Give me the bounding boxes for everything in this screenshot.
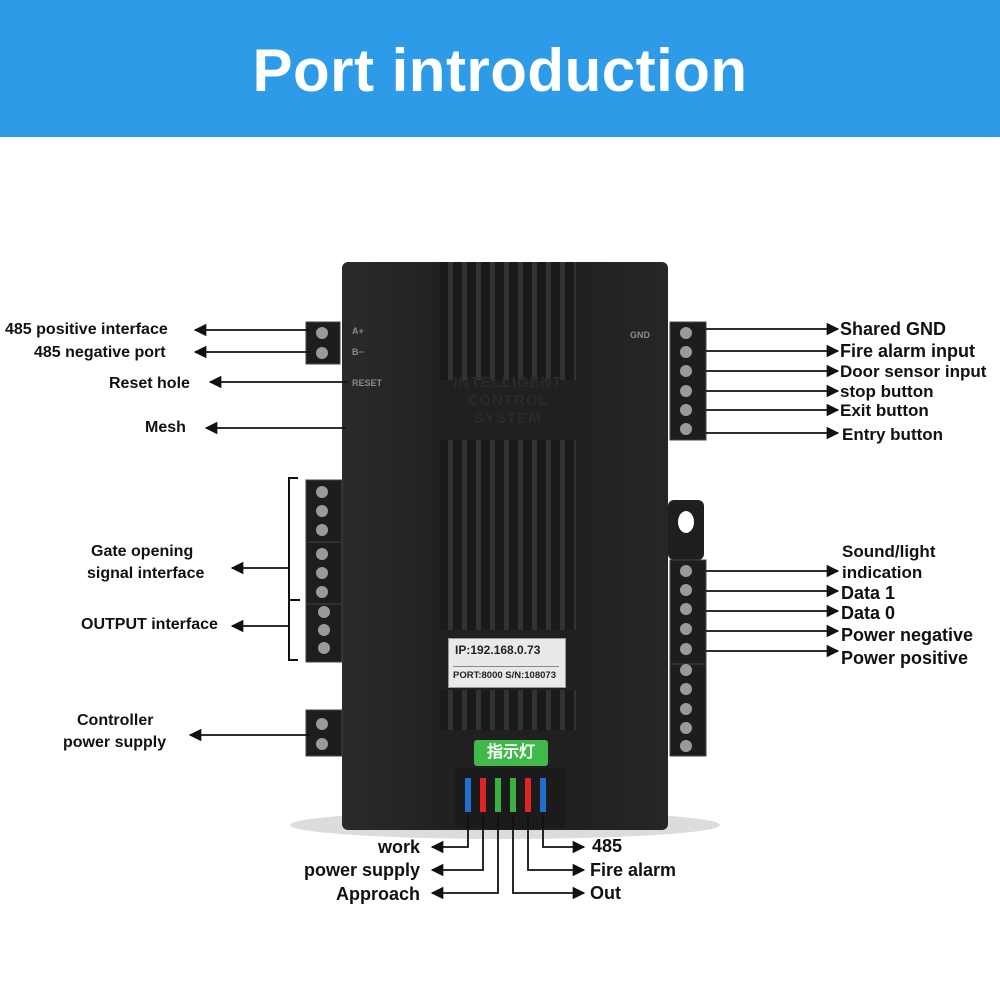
label-door-sensor-input: Door sensor input <box>840 362 987 381</box>
label-approach: Approach <box>335 884 420 904</box>
terminal-12v <box>305 709 343 757</box>
led-fire-alarm <box>525 778 531 812</box>
label-controller-power-1: Controller <box>77 712 154 729</box>
label-sound-light-1: Sound/light <box>842 542 936 561</box>
led-out <box>510 778 516 812</box>
indicator-label: 指示灯 <box>474 740 548 766</box>
silk-b-minus: B− <box>352 347 364 357</box>
label-gate-opening-2: signal interface <box>87 565 205 582</box>
terminal-out3 <box>305 603 343 663</box>
label-fire-alarm: Fire alarm <box>590 860 677 880</box>
output-bracket <box>288 477 300 661</box>
label-shared-gnd: Shared GND <box>840 319 947 339</box>
terminal-input <box>669 321 707 441</box>
label-power-negative: Power negative <box>841 625 974 645</box>
label-485-negative: 485 negative port <box>34 344 166 361</box>
label-power-positive: Power positive <box>841 648 969 668</box>
label-gate-opening-1: Gate opening <box>91 543 194 560</box>
label-stop-button: stop button <box>840 382 934 401</box>
terminal-reader1 <box>669 559 707 665</box>
silk-gnd: GND <box>630 330 650 340</box>
led-approach <box>495 778 501 812</box>
label-out: Out <box>590 883 621 903</box>
label-mesh: Mesh <box>145 419 186 436</box>
label-exit-button: Exit button <box>840 401 929 420</box>
terminal-out1 <box>305 479 343 543</box>
terminal-485 <box>305 321 341 365</box>
label-entry-button: Entry button <box>842 425 944 444</box>
page-title: Port introduction <box>252 37 748 104</box>
left-leaders <box>188 323 348 742</box>
sticker-port: PORT:8000 S/N:108073 <box>453 666 559 681</box>
label-work: work <box>377 837 420 857</box>
label-data1: Data 1 <box>841 583 896 603</box>
label-data0: Data 0 <box>841 603 896 623</box>
terminal-out2 <box>305 541 343 605</box>
label-485: 485 <box>592 836 623 856</box>
heat-fins-low <box>440 690 576 730</box>
silk-a-plus: A+ <box>352 326 364 336</box>
heat-fins-mid <box>440 440 576 630</box>
led-485 <box>540 778 546 812</box>
right-leaders <box>706 322 840 658</box>
led-work <box>465 778 471 812</box>
silk-reset: RESET <box>352 378 383 388</box>
ip-sticker: IP:192.168.0.73 PORT:8000 S/N:108073 <box>448 638 566 688</box>
label-reset-hole: Reset hole <box>109 375 190 392</box>
led-leaders <box>430 814 586 900</box>
label-power-supply: power supply <box>303 860 420 880</box>
device-emboss: INTELLIGENT CONTROL SYSTEM <box>453 374 563 427</box>
header-banner: Port introduction <box>0 0 1000 137</box>
label-controller-power-2: power supply <box>63 734 167 751</box>
led-power <box>480 778 486 812</box>
label-fire-alarm-input: Fire alarm input <box>840 341 976 361</box>
label-sound-light-2: indication <box>842 563 923 582</box>
heat-fins-top <box>440 262 576 380</box>
label-output-interface: OUTPUT interface <box>81 616 218 633</box>
label-485-positive: 485 positive interface <box>5 321 168 338</box>
mount-hole <box>678 511 694 533</box>
sticker-ip: IP:192.168.0.73 <box>455 643 541 657</box>
terminal-reader2 <box>669 663 707 757</box>
